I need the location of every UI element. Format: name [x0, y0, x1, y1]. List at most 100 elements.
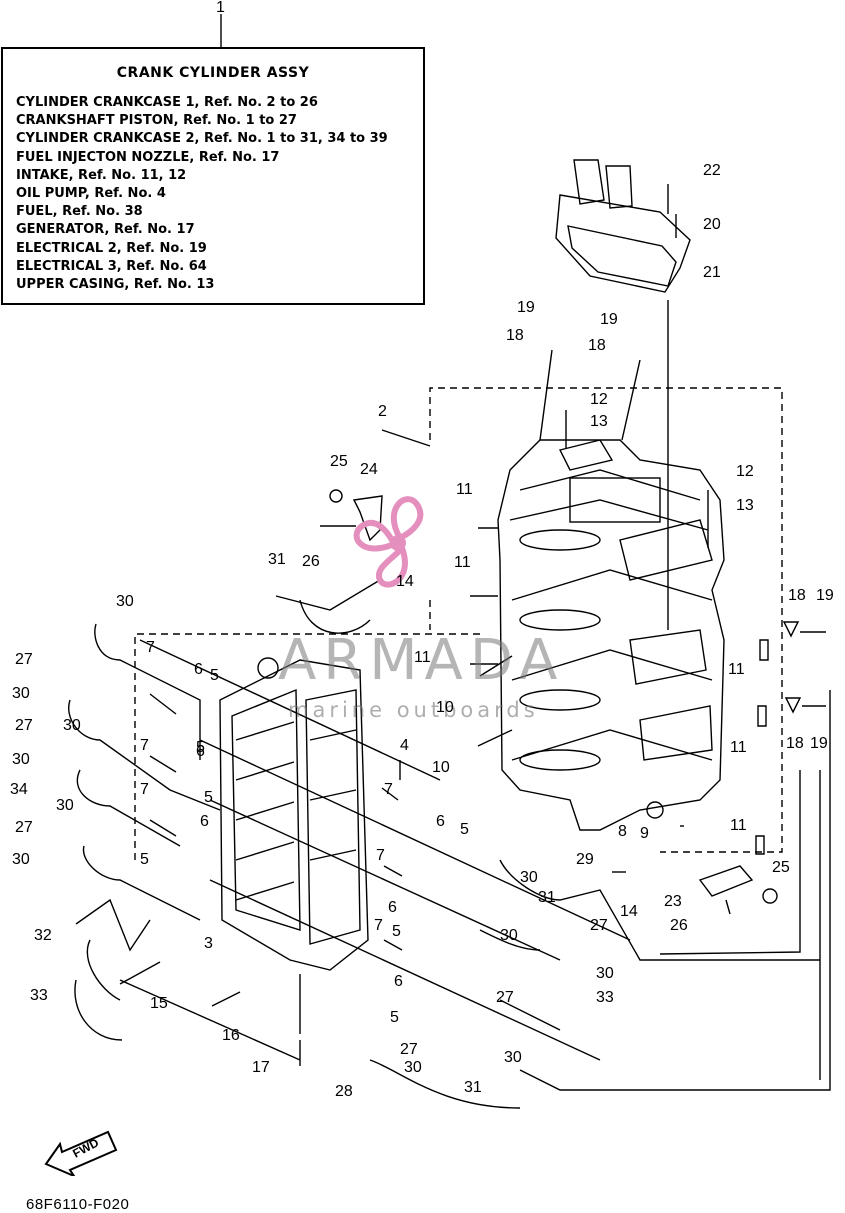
callout-31: 31 [464, 1079, 482, 1096]
reference-line: CYLINDER CRANKCASE 1, Ref. No. 2 to 26 [16, 95, 318, 110]
callout-30: 30 [56, 797, 74, 814]
callout-19: 19 [517, 299, 535, 316]
callout-30: 30 [12, 751, 30, 768]
diagram-code: 68F6110-F020 [26, 1196, 130, 1213]
callout-18: 18 [588, 337, 606, 354]
callout-33: 33 [30, 987, 48, 1004]
reference-line: FUEL INJECTON NOZZLE, Ref. No. 17 [16, 149, 280, 165]
callout-7: 7 [146, 639, 155, 656]
callout-5: 5 [204, 789, 213, 806]
callout-9: 9 [640, 825, 649, 842]
callout-5: 5 [392, 923, 401, 940]
callout-33: 33 [596, 989, 614, 1006]
callout-24: 24 [360, 461, 378, 478]
callout-10: 10 [436, 699, 454, 716]
reference-line: CYLINDER CRANKCASE 2, Ref. No. 1 to 31, … [16, 131, 388, 147]
callout-26: 26 [670, 917, 688, 934]
callout-6: 6 [200, 813, 209, 830]
reference-line: GENERATOR, Ref. No. 17 [16, 222, 195, 238]
callout-11: 11 [730, 817, 747, 834]
callout-7: 7 [140, 737, 149, 754]
callout-18: 18 [786, 735, 804, 752]
callout-21: 21 [703, 264, 721, 281]
callout-18: 18 [506, 327, 524, 344]
callout-1: 1 [216, 0, 225, 16]
callout-27: 27 [15, 819, 33, 836]
callout-30: 30 [12, 685, 30, 702]
callout-8: 8 [618, 823, 627, 840]
callout-28: 28 [335, 1083, 353, 1100]
callout-26: 26 [302, 553, 320, 570]
callout-7: 7 [376, 847, 385, 864]
callout-4: 4 [400, 737, 409, 754]
callout-30: 30 [63, 717, 81, 734]
callout-27: 27 [496, 989, 514, 1006]
reference-line: CRANKSHAFT PISTON, Ref. No. 1 to 27 [16, 113, 297, 129]
reference-list: CYLINDER CRANKCASE 1, Ref. No. 2 to 26 C… [16, 94, 388, 294]
callout-25: 25 [330, 453, 348, 470]
watermark-brand: ARMADA [278, 628, 565, 693]
callout-7: 7 [384, 781, 393, 798]
callout-11: 11 [456, 481, 473, 498]
callout-25: 25 [772, 859, 790, 876]
callout-7: 7 [374, 917, 383, 934]
callout-5: 5 [210, 667, 219, 684]
callout-30: 30 [12, 851, 30, 868]
callout-14: 14 [620, 903, 638, 920]
callout-6: 6 [394, 973, 403, 990]
callout-6: 6 [196, 743, 205, 760]
callout-14: 14 [396, 573, 414, 590]
callout-27: 27 [15, 651, 33, 668]
callout-30: 30 [404, 1059, 422, 1076]
callout-19: 19 [810, 735, 828, 752]
callout-30: 30 [504, 1049, 522, 1066]
callout-32: 32 [34, 927, 52, 944]
callout-11: 11 [414, 649, 431, 666]
callout-17: 17 [252, 1059, 270, 1076]
callout-13: 13 [590, 413, 608, 430]
callout-18: 18 [788, 587, 806, 604]
callout-5: 5 [460, 821, 469, 838]
reference-line: FUEL, Ref. No. 38 [16, 204, 143, 220]
callout-34: 34 [10, 781, 28, 798]
callout-27: 27 [400, 1041, 418, 1058]
callout-30: 30 [520, 869, 538, 886]
callout-11: 11 [730, 739, 747, 756]
callout-15: 15 [150, 995, 168, 1012]
callout-6: 6 [388, 899, 397, 916]
callout-5: 5 [196, 739, 205, 756]
callout-5: 5 [390, 1009, 399, 1026]
callout-7: 7 [140, 781, 149, 798]
callout-16: 16 [222, 1027, 240, 1044]
callout-10: 10 [432, 759, 450, 776]
callout-29: 29 [576, 851, 594, 868]
callout-6: 6 [194, 661, 203, 678]
callout-31: 31 [268, 551, 286, 568]
watermark-logo [353, 496, 424, 588]
callout-3: 3 [204, 935, 213, 952]
callout-12: 12 [590, 391, 608, 408]
callout-19: 19 [816, 587, 834, 604]
callout-22: 22 [703, 162, 721, 179]
assembly-title: CRANK CYLINDER ASSY [116, 65, 310, 81]
reference-line: ELECTRICAL 2, Ref. No. 19 [16, 240, 207, 256]
reference-line: ELECTRICAL 3, Ref. No. 64 [16, 258, 207, 274]
forward-arrow-icon [44, 1130, 118, 1176]
callout-13: 13 [736, 497, 754, 514]
reference-line: INTAKE, Ref. No. 11, 12 [16, 167, 187, 183]
callout-2: 2 [378, 403, 387, 420]
reference-line: UPPER CASING, Ref. No. 13 [16, 277, 215, 293]
callout-5: 5 [140, 851, 149, 868]
watermark-tagline: marine outboards [288, 698, 539, 722]
callout-6: 6 [436, 813, 445, 830]
callout-23: 23 [664, 893, 682, 910]
callout-11: 11 [454, 554, 471, 571]
assembly-reference-box: CRANK CYLINDER ASSY CYLINDER CRANKCASE 1… [1, 47, 425, 305]
callout-30: 30 [596, 965, 614, 982]
callout-20: 20 [703, 216, 721, 233]
reference-line: OIL PUMP, Ref. No. 4 [16, 186, 166, 202]
callout-19: 19 [600, 311, 618, 328]
callout-11: 11 [728, 661, 745, 678]
callout-30: 30 [116, 593, 134, 610]
